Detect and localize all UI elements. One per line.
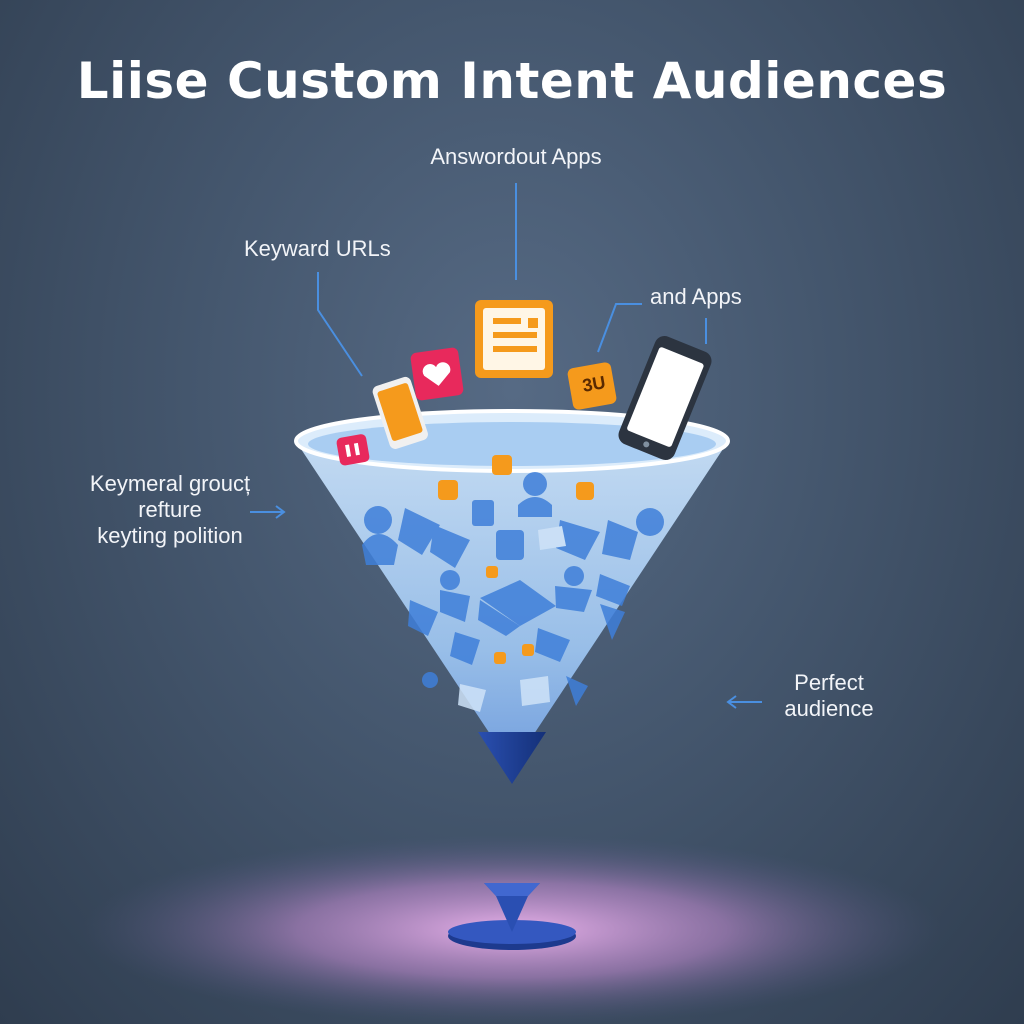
label-right-line1: Perfect xyxy=(794,670,864,695)
funnel xyxy=(294,409,730,784)
connector-lines xyxy=(317,183,707,377)
label-keyword-urls: Keyward URLs xyxy=(244,236,391,261)
smartphone-icon xyxy=(618,336,712,460)
document-icon xyxy=(475,300,553,378)
label-left-block: Keymeral groucț refture keyting polition xyxy=(60,471,280,549)
label-top: Answordout Apps xyxy=(430,144,602,169)
pedestal-diamond-icon xyxy=(448,883,576,950)
funnel-pattern xyxy=(362,472,664,712)
phone-icon xyxy=(372,376,428,449)
label-left-line2: refture xyxy=(138,497,202,522)
label-and-apps: and Apps xyxy=(650,284,742,309)
badge-3u-icon xyxy=(567,362,617,410)
label-left-line1: Keymeral groucț xyxy=(89,471,251,496)
page-title: Liise Custom Intent Audiences xyxy=(76,52,948,110)
heart-icon xyxy=(410,347,464,401)
small-pink-tag-icon xyxy=(336,434,370,466)
label-right-block: Perfect audience xyxy=(764,670,894,722)
funnel-tags xyxy=(438,455,594,664)
arrow-icon-left xyxy=(250,505,286,519)
label-left-line3: keyting polition xyxy=(97,523,243,548)
arrow-icon-right xyxy=(726,695,762,709)
label-right-line2: audience xyxy=(784,696,874,721)
